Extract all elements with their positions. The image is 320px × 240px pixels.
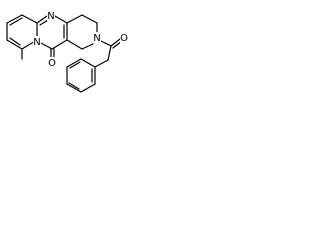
bond <box>9 17 23 26</box>
atom-label-bg <box>93 32 101 43</box>
nitrogen-atom-label: N <box>47 11 54 22</box>
bond <box>9 37 21 46</box>
bond <box>110 38 121 47</box>
nitrogen-atom-label: N <box>33 37 40 48</box>
atom-label-bg <box>48 57 57 68</box>
nitrogen-atom-label: N <box>93 33 100 44</box>
oxygen-atom-label: O <box>48 58 56 69</box>
bond <box>81 43 94 50</box>
atom-label-bg <box>120 32 129 43</box>
bond <box>66 83 82 93</box>
bond <box>94 59 109 68</box>
atom-label-bg <box>47 10 55 21</box>
bond <box>81 14 98 24</box>
atom-label-bg <box>33 36 41 47</box>
molecular-structure-diagram: N N O N O <box>6 10 129 93</box>
bond <box>80 83 96 93</box>
atom-labels: N N O N O <box>33 10 129 69</box>
bond <box>54 15 68 24</box>
bond <box>6 14 23 24</box>
bond <box>21 14 38 24</box>
bond <box>107 45 112 61</box>
bond <box>6 39 23 50</box>
bond <box>68 82 80 90</box>
bond <box>66 39 83 50</box>
bond <box>39 19 49 26</box>
bond <box>66 14 83 24</box>
bond <box>100 40 112 47</box>
oxygen-atom-label: O <box>120 33 128 44</box>
bonds <box>6 14 123 93</box>
bond <box>69 61 81 69</box>
bond <box>66 58 82 68</box>
bond <box>80 58 96 68</box>
bond <box>40 42 53 50</box>
bond <box>36 15 48 24</box>
bond <box>51 39 68 50</box>
